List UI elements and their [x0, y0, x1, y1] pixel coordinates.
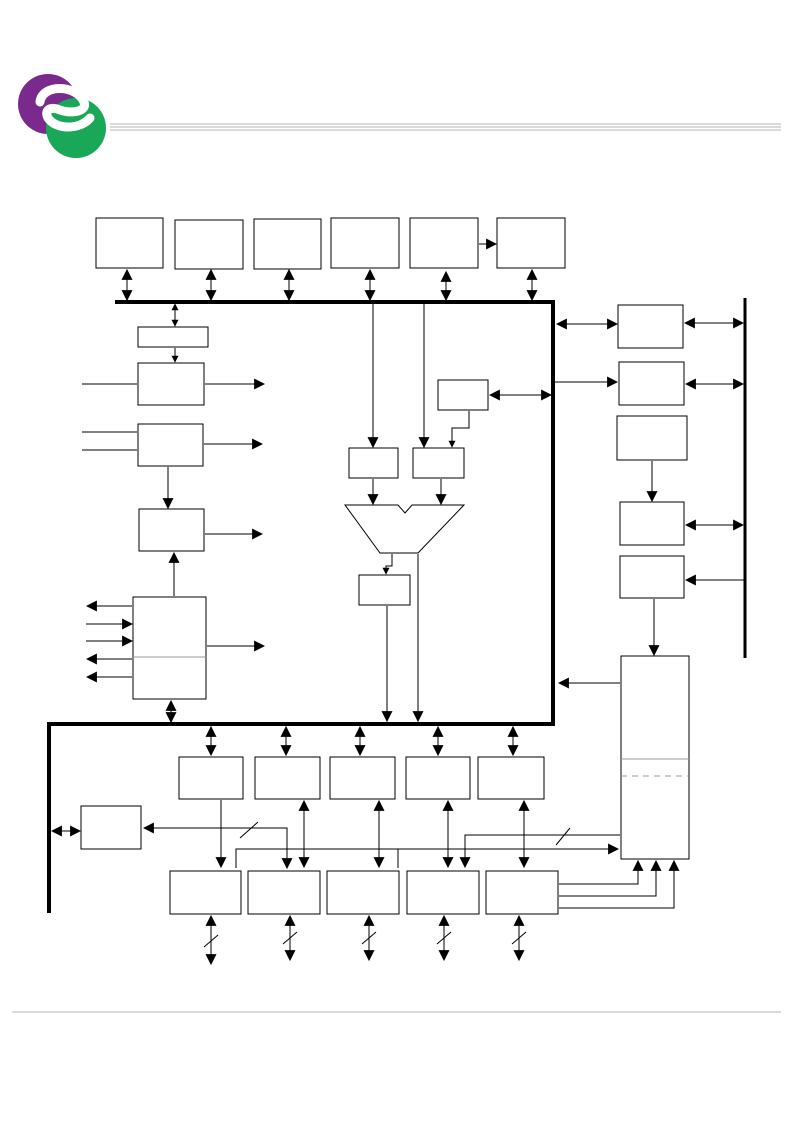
- right-column-links: [555, 317, 745, 689]
- block-right-2: [618, 361, 685, 406]
- block-bottom1-5: [477, 756, 545, 800]
- logo-swoosh: [35, 84, 95, 132]
- bottom-row1-links: [50, 725, 620, 870]
- block-top-6: [496, 217, 566, 269]
- block-top-2: [174, 219, 244, 270]
- block-register-a: [348, 447, 399, 479]
- block-left-4: [132, 596, 207, 700]
- block-bottom1-4: [405, 756, 471, 800]
- bottom-row2-blocks: [169, 870, 559, 915]
- left-column-links: [82, 303, 266, 724]
- block-top-5: [409, 217, 479, 269]
- right-column-blocks: [616, 304, 690, 860]
- block-right-5: [619, 555, 685, 599]
- block-bottom1-3: [329, 756, 396, 800]
- block-bottom2-4: [406, 870, 480, 915]
- block-register-b: [412, 447, 465, 479]
- block-bottom-left: [80, 805, 142, 850]
- center-blocks: [344, 379, 489, 606]
- block-left-1: [137, 362, 205, 406]
- top-row-links: [121, 238, 538, 302]
- center-links: [367, 304, 553, 723]
- block-top-1: [95, 217, 164, 269]
- block-bottom2-3: [326, 870, 400, 915]
- header-rule: [110, 123, 781, 131]
- block-memory-tall: [620, 655, 690, 860]
- block-center-small: [437, 379, 489, 411]
- block-bottom2-5: [485, 870, 559, 915]
- block-left-bar: [137, 326, 209, 348]
- alu-trapezoid: [344, 504, 466, 554]
- block-alu-output: [358, 574, 411, 606]
- top-bus: [47, 300, 555, 913]
- bottom-row1-blocks: [80, 756, 545, 850]
- top-row-blocks: [95, 217, 566, 270]
- block-right-4: [619, 501, 685, 546]
- block-bottom1-2: [254, 756, 321, 800]
- block-top-3: [253, 218, 322, 270]
- bottom-row2-links: [203, 859, 680, 966]
- block-right-1: [617, 304, 684, 349]
- block-right-3: [616, 415, 688, 461]
- block-left-3: [138, 508, 205, 552]
- block-left-2: [137, 423, 204, 467]
- company-logo: [18, 74, 106, 158]
- block-bottom1-1: [178, 756, 244, 800]
- block-bottom2-1: [169, 870, 242, 915]
- block-bottom2-2: [247, 870, 321, 915]
- block-top-4: [330, 217, 400, 269]
- left-column-blocks: [132, 326, 209, 700]
- internal-bus: [47, 298, 747, 913]
